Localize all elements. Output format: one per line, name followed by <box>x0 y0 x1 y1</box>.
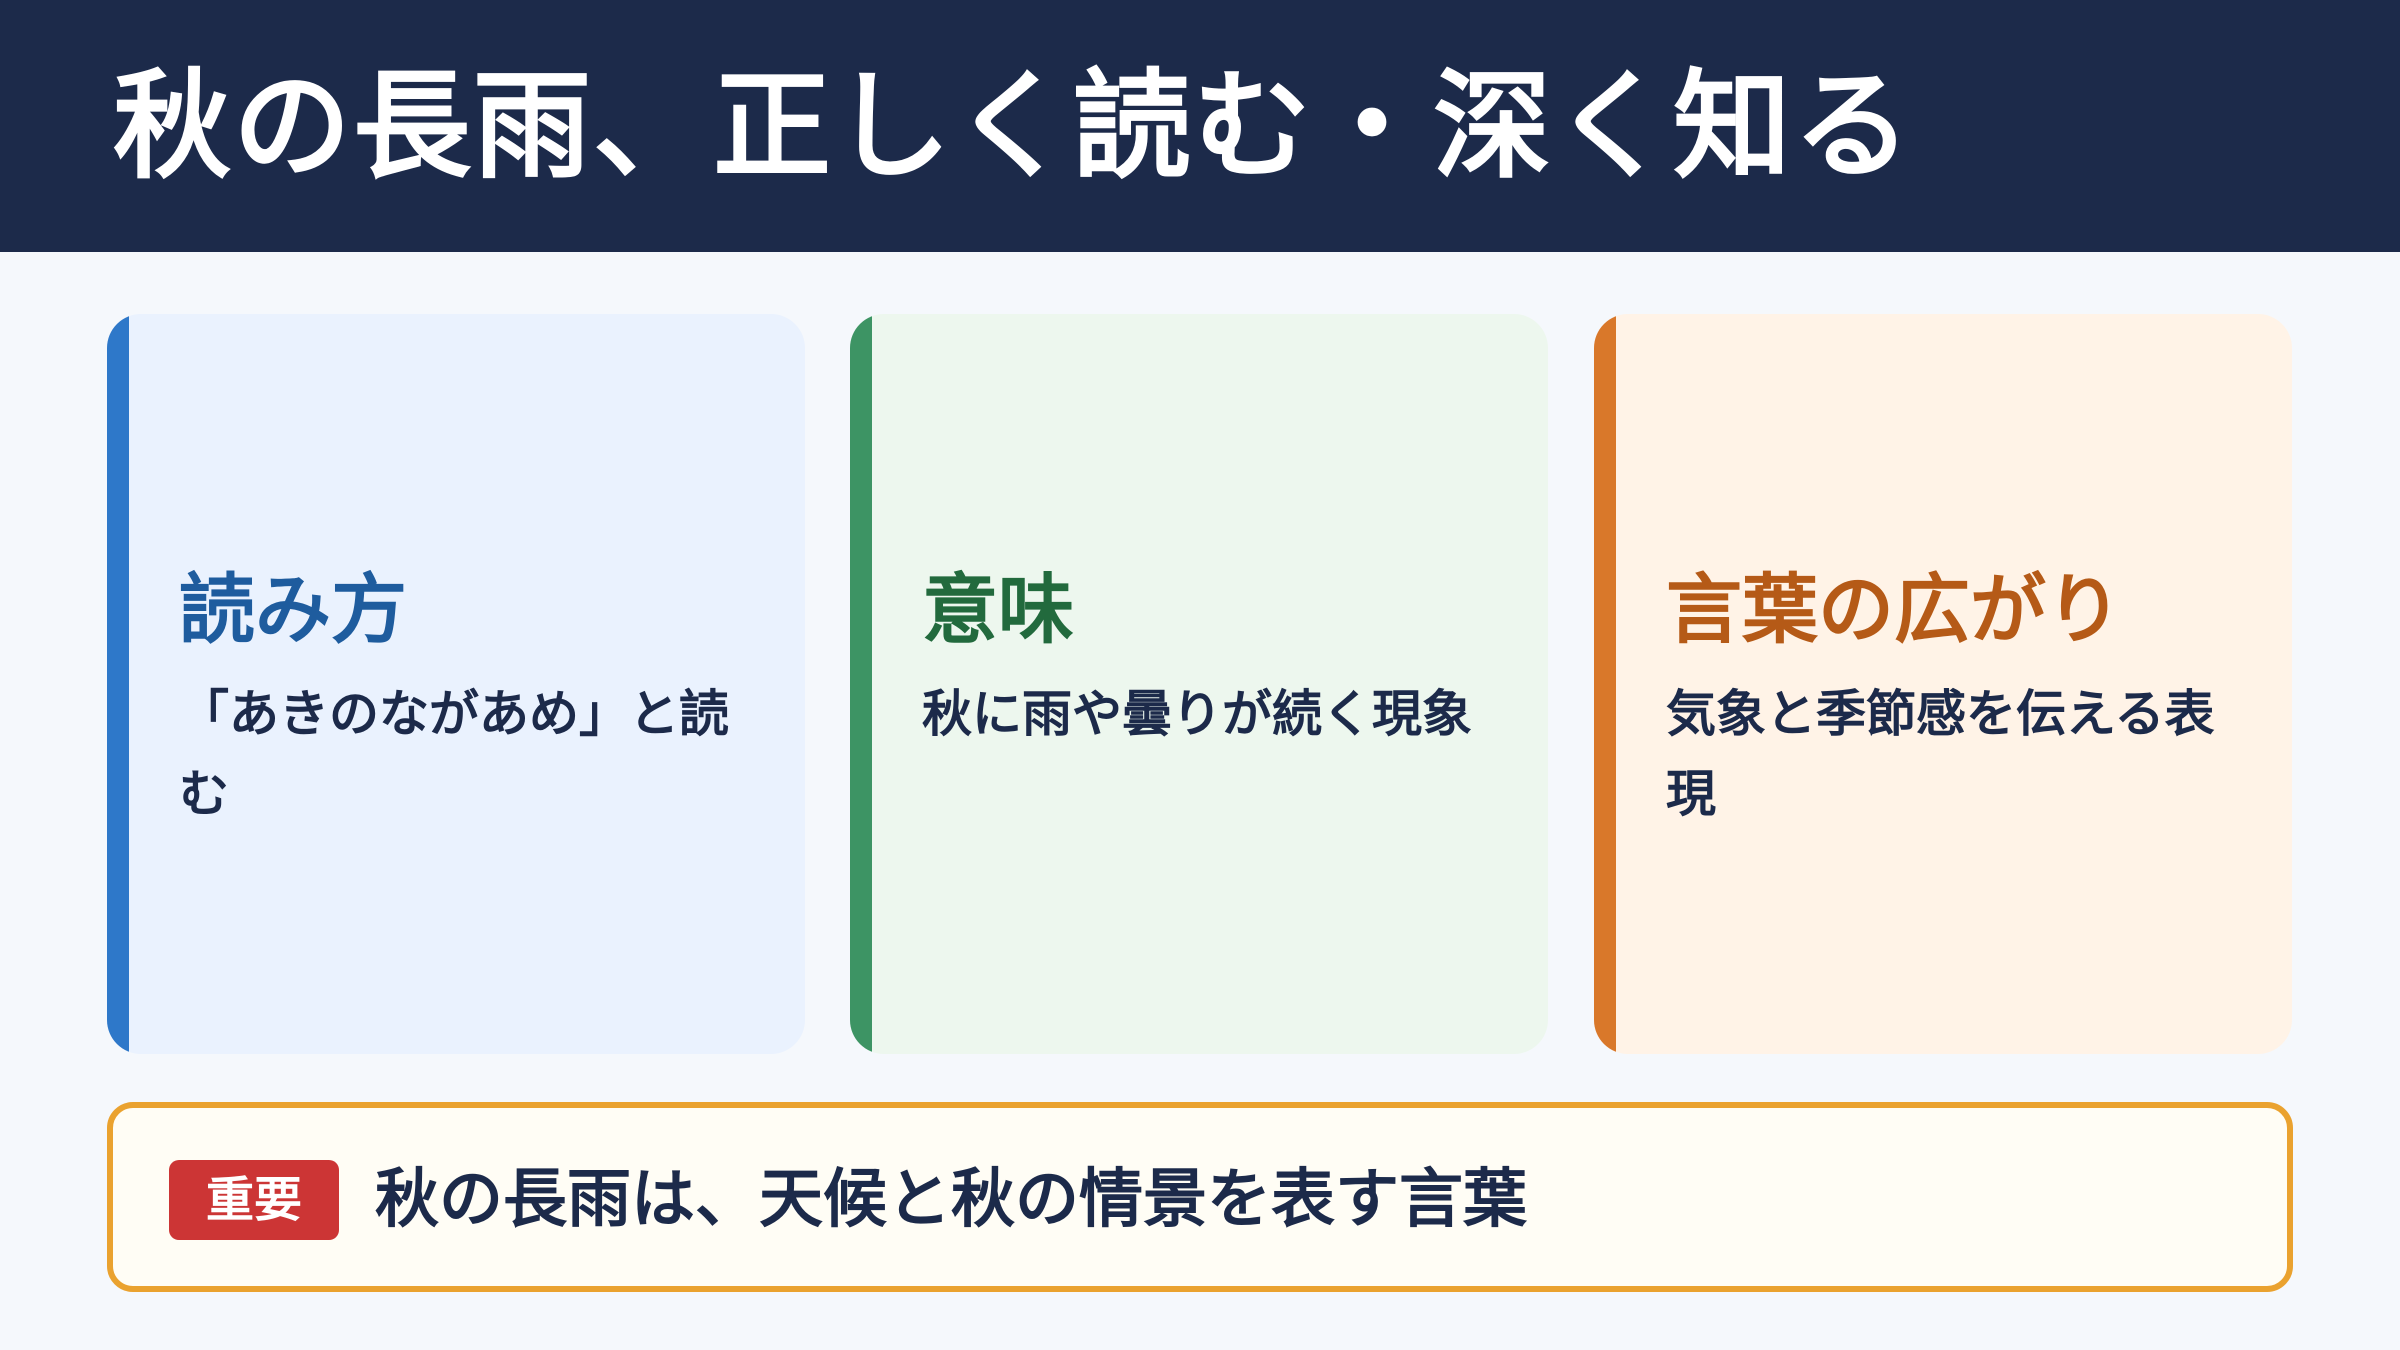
card-heading: 言葉の広がり <box>1666 565 2122 654</box>
card-heading: 読み方 <box>179 565 407 654</box>
important-callout: 重要 秋の長雨は、天候と秋の情景を表す言葉 <box>107 1102 2293 1292</box>
page-title: 秋の長雨、正しく読む・深く知る <box>113 57 1914 195</box>
card-usage: 言葉の広がり 気象と季節感を伝える表現 <box>1594 314 2292 1054</box>
card-text: 「あきのながあめ」と読む <box>179 685 729 823</box>
card-text: 気象と季節感を伝える表現 <box>1666 685 2215 823</box>
card-content: 言葉の広がり 気象と季節感を伝える表現 <box>1666 560 2232 834</box>
card-accent-bar <box>107 314 129 1054</box>
card-content: 読み方 「あきのながあめ」と読む <box>179 560 745 834</box>
card-meaning: 意味 秋に雨や曇りが続く現象 <box>850 314 1548 1054</box>
card-text: 秋に雨や曇りが続く現象 <box>922 685 1472 743</box>
card-reading: 読み方 「あきのながあめ」と読む <box>107 314 805 1054</box>
card-content: 意味 秋に雨や曇りが続く現象 <box>922 560 1488 754</box>
header-bar: 秋の長雨、正しく読む・深く知る <box>0 0 2400 252</box>
important-badge: 重要 <box>169 1160 339 1240</box>
card-heading: 意味 <box>922 565 1074 654</box>
card-accent-bar <box>1594 314 1616 1054</box>
callout-text: 秋の長雨は、天候と秋の情景を表す言葉 <box>375 1163 1527 1237</box>
card-accent-bar <box>850 314 872 1054</box>
